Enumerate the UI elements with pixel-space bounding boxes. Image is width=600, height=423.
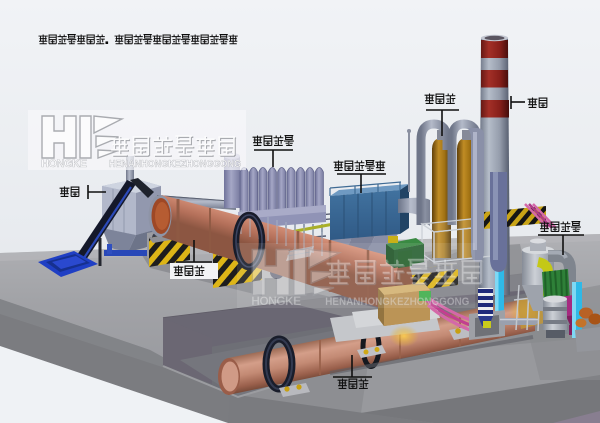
svg-text:HENANHONGKEZHONGGONG: HENANHONGKEZHONGGONG xyxy=(325,296,469,308)
svg-text:HONGKE: HONGKE xyxy=(41,158,87,170)
svg-text:HENANHONGKEZHONGGONG: HENANHONGKEZHONGGONG xyxy=(109,159,241,170)
svg-text:HONGKE: HONGKE xyxy=(251,294,301,308)
